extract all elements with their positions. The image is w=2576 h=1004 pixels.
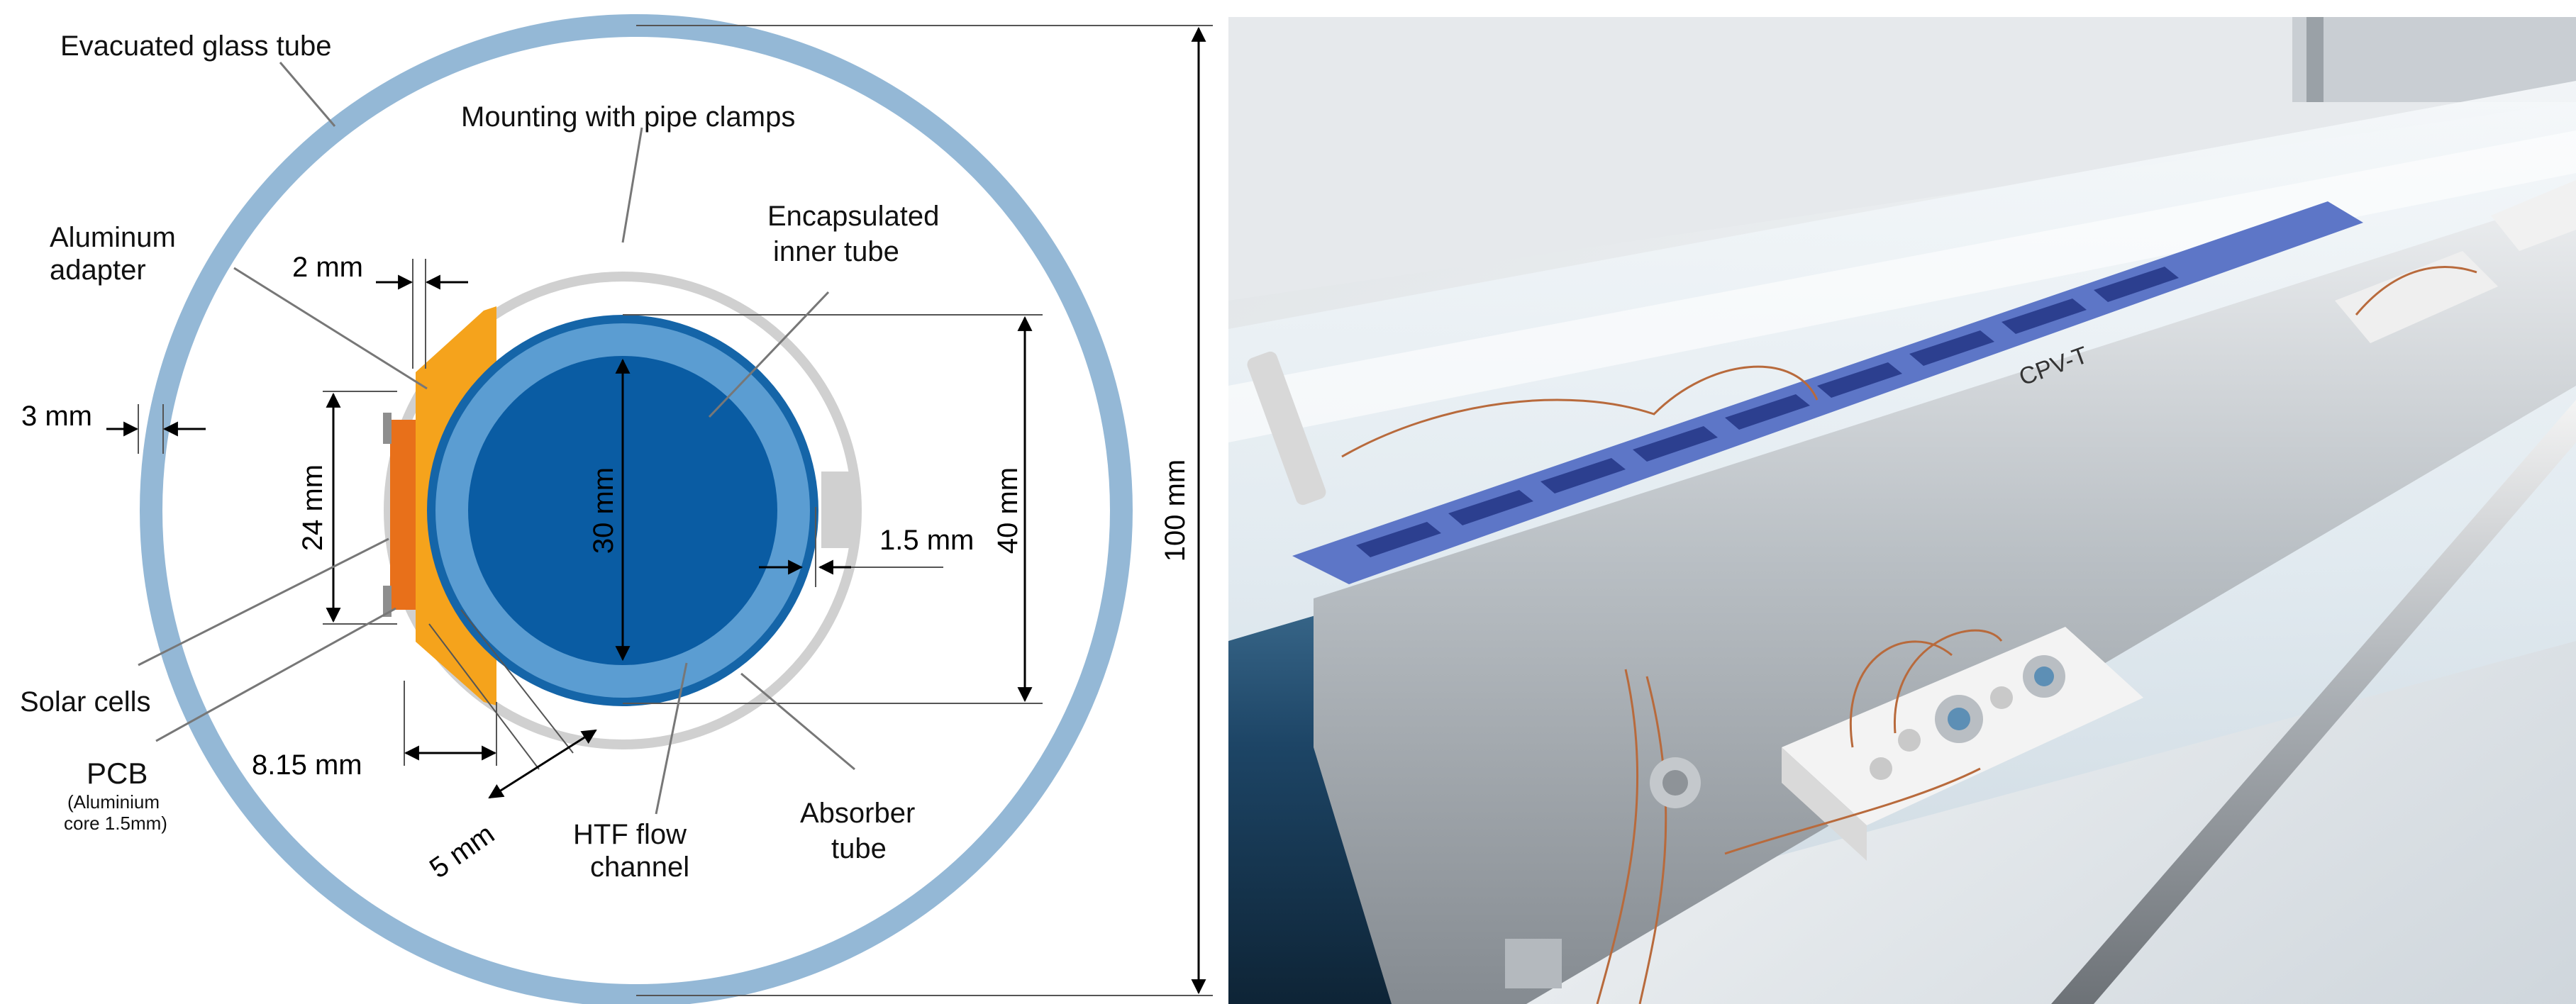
label-absorber-1: Absorber bbox=[800, 798, 915, 829]
photo-glass-highlight bbox=[1228, 130, 2576, 442]
label-aluminum-adapter-1: Aluminum bbox=[50, 222, 176, 253]
label-evacuated-glass-tube: Evacuated glass tube bbox=[60, 30, 331, 62]
leader-mounting bbox=[621, 127, 643, 243]
photo-solar-cells bbox=[1356, 267, 2179, 557]
dim-30mm-label: 30 mm bbox=[588, 467, 619, 554]
leader-glass-tube bbox=[279, 62, 336, 127]
solar-cell bbox=[383, 586, 392, 617]
photo-aluminum-adapter bbox=[1314, 194, 2576, 1004]
photo-window-frame-post bbox=[2306, 17, 2324, 102]
label-encapsulated-1: Encapsulated bbox=[767, 201, 939, 232]
label-pcb-sub-1: (Aluminium bbox=[67, 791, 160, 813]
photo-window-frame bbox=[2292, 17, 2576, 102]
label-mounting: Mounting with pipe clamps bbox=[461, 101, 795, 133]
photo-copper-wires bbox=[1341, 266, 2477, 1004]
pipe-clamp-tab bbox=[821, 472, 855, 548]
label-htf-2: channel bbox=[590, 852, 689, 883]
pcb bbox=[390, 420, 416, 610]
label-solar-cells: Solar cells bbox=[20, 686, 151, 718]
label-pcb-sub-2: core 1.5mm) bbox=[64, 813, 167, 834]
dim-1-5mm-label: 1.5 mm bbox=[879, 525, 974, 556]
photo-connector bbox=[1247, 351, 1326, 506]
dim-2mm-label: 2 mm bbox=[292, 252, 363, 283]
pipe-clamp-ring bbox=[384, 272, 862, 749]
dim-5mm-label: 5 mm bbox=[424, 818, 500, 884]
dim-3mm-label: 3 mm bbox=[21, 401, 92, 432]
label-htf-1: HTF flow bbox=[573, 819, 687, 850]
leader-absorber bbox=[740, 672, 855, 771]
photo-clamp-screw-head bbox=[1662, 770, 1688, 796]
leader-solar-cells bbox=[138, 537, 389, 666]
photo-clamp-nut bbox=[1505, 939, 1562, 988]
leader-htf bbox=[655, 662, 688, 815]
photo-terminal-block-front bbox=[1782, 627, 2143, 861]
photo-threaded-rod bbox=[2051, 400, 2576, 1004]
label-encapsulated-2: inner tube bbox=[773, 236, 899, 267]
label-pcb: PCB bbox=[87, 757, 148, 790]
dim-100mm-label: 100 mm bbox=[1160, 459, 1191, 562]
prototype-photo: CPV-T bbox=[1228, 17, 2576, 1004]
photo-terminal-block-back bbox=[2335, 180, 2576, 343]
solar-cell bbox=[383, 413, 392, 444]
photo-upper-panel bbox=[1228, 17, 2576, 301]
dim-5mm-ext-2 bbox=[460, 609, 574, 754]
leader-aluminum-adapter bbox=[233, 267, 428, 390]
dim-24mm-label: 24 mm bbox=[297, 464, 328, 551]
label-aluminum-adapter-2: adapter bbox=[50, 255, 146, 286]
label-absorber-2: tube bbox=[831, 833, 887, 864]
cross-section-diagram: 100 mm 40 mm 30 mm 24 mm 3 mm 2 mm 1.5 m… bbox=[20, 14, 1213, 1004]
leader-encapsulated bbox=[708, 291, 830, 418]
dim-40mm-label: 40 mm bbox=[992, 467, 1023, 554]
dim-5mm-arrow bbox=[488, 729, 597, 799]
leader-pcb bbox=[155, 607, 396, 742]
dim-8-15mm-label: 8.15 mm bbox=[252, 749, 362, 781]
